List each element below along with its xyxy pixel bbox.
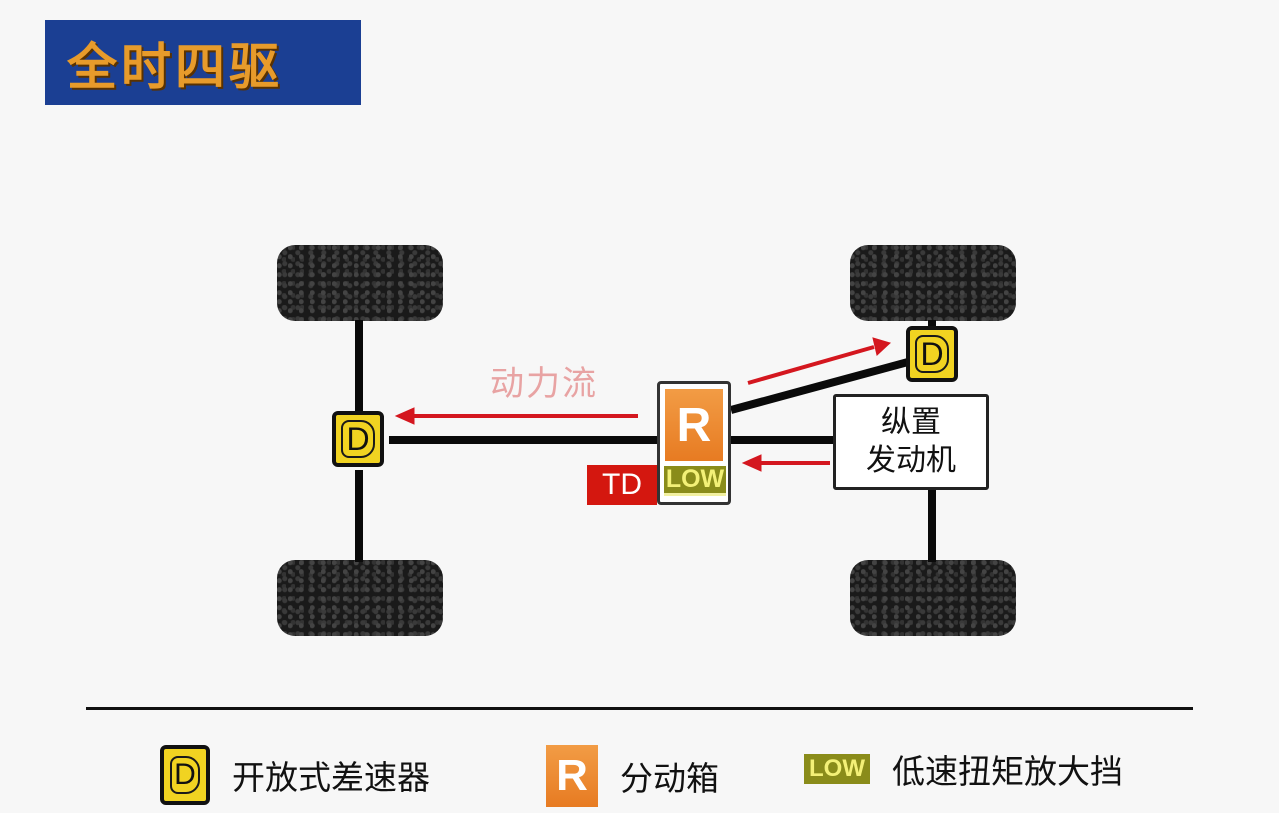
legend-item-low-range: LOW 低速扭矩放大挡 — [804, 745, 1123, 793]
page-title: 全时四驱 — [67, 37, 283, 96]
rear-differential: D — [332, 411, 384, 467]
flow-arrowhead-engine — [741, 454, 762, 472]
tire-front-right — [850, 560, 1016, 636]
legend-differential-symbol: D — [160, 745, 210, 805]
front-axle-lower — [928, 488, 936, 562]
engine-label-line2: 发动机 — [866, 443, 956, 478]
legend-item-transfer-case: R 分动箱 — [546, 745, 719, 807]
title-banner: 全时四驱 — [45, 20, 361, 105]
front-axle-upper — [928, 320, 936, 328]
tire-rear-right — [277, 560, 443, 636]
rear-drive-shaft — [389, 436, 659, 444]
legend-item-differential: D 开放式差速器 — [160, 745, 430, 805]
legend-label: 低速扭矩放大挡 — [892, 752, 1123, 791]
transfer-case-symbol: R — [665, 389, 723, 461]
low-range-symbol: LOW — [664, 465, 726, 496]
legend-transfer-case-symbol: R — [546, 745, 598, 807]
flow-arrowhead-front — [872, 337, 891, 356]
legend-divider — [86, 707, 1193, 710]
legend-label: 开放式差速器 — [232, 758, 430, 797]
front-drive-shaft — [729, 358, 910, 414]
td-block: TD — [587, 465, 657, 505]
power-flow-label: 动力流 — [490, 364, 598, 404]
front-differential: D — [906, 326, 958, 382]
differential-symbol: D — [341, 420, 375, 458]
tire-front-left — [850, 245, 1016, 321]
flow-arrow-front — [747, 345, 875, 385]
flow-arrowhead-rear — [394, 407, 415, 425]
tire-rear-left — [277, 245, 443, 321]
legend-label: 分动箱 — [620, 759, 719, 798]
engine-connecting-shaft — [731, 436, 835, 444]
engine-box: 纵置 发动机 — [833, 394, 989, 490]
rear-axle-upper — [355, 320, 363, 412]
rear-axle-lower — [355, 470, 363, 562]
differential-symbol: D — [915, 335, 949, 373]
legend-low-range-symbol: LOW — [804, 754, 870, 784]
engine-label-line1: 纵置 — [881, 405, 941, 440]
transfer-case: R LOW — [657, 381, 731, 505]
